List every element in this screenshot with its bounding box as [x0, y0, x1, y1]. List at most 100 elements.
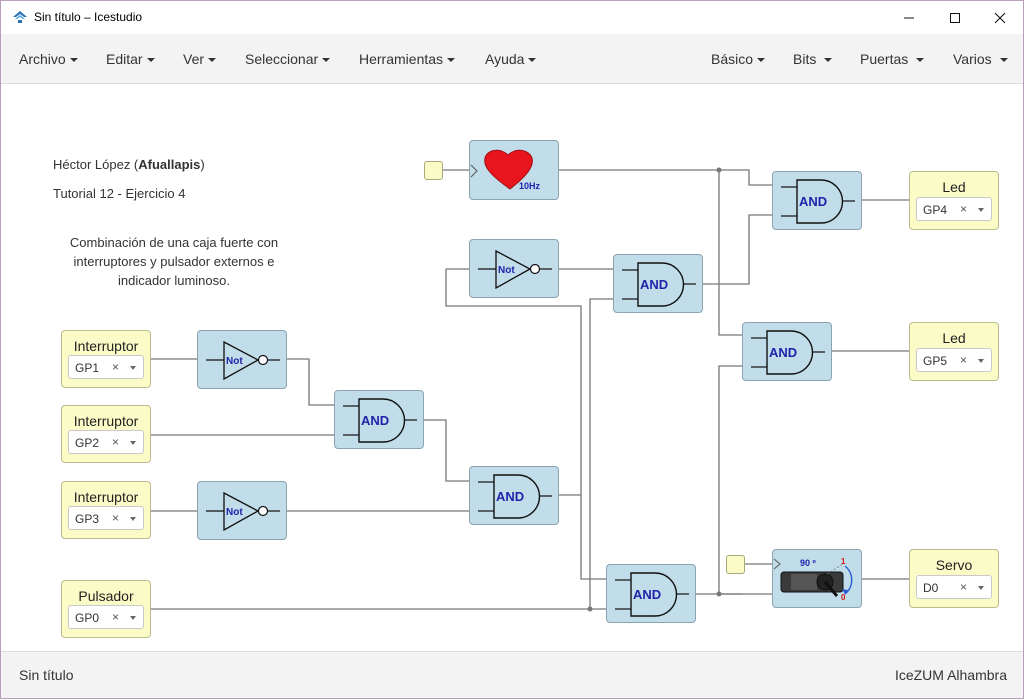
- menu-ayuda[interactable]: Ayuda: [485, 51, 537, 67]
- caret-down-icon: [69, 58, 78, 62]
- tutorial-note: Tutorial 12 - Ejercicio 4: [53, 186, 186, 201]
- clear-icon[interactable]: ×: [959, 353, 967, 367]
- pin-select[interactable]: GP2×: [68, 430, 144, 454]
- block-label: Interruptor: [73, 413, 139, 429]
- menu-ver[interactable]: Ver: [183, 51, 217, 67]
- pin-value: GP4: [923, 203, 948, 217]
- description-line: indicador luminoso.: [117, 273, 230, 288]
- and-gate-1[interactable]: AND: [334, 390, 424, 449]
- menu-seleccionar-label: Seleccionar: [245, 51, 319, 67]
- heart-icon: 10Hz: [470, 149, 541, 191]
- status-bar: Sin título IceZUM Alhambra: [1, 651, 1023, 698]
- and-gate-icon: AND: [615, 572, 689, 617]
- minimize-button[interactable]: [886, 1, 932, 34]
- output-led-gp4[interactable]: Led GP4 ×: [909, 171, 999, 230]
- dropdown-arrow-icon: [978, 208, 984, 212]
- servo-icon: 90 º 1 0: [773, 557, 853, 602]
- description-note: Combinación de una caja fuerte con inter…: [41, 233, 307, 290]
- pin-select[interactable]: GP3 ×: [68, 506, 144, 530]
- description-line: Combinación de una caja fuerte con: [69, 235, 279, 250]
- clear-icon[interactable]: ×: [111, 610, 119, 624]
- menu-ver-label: Ver: [183, 51, 205, 67]
- close-icon: [994, 12, 1006, 23]
- caret-down-icon: [322, 58, 331, 62]
- clear-icon[interactable]: ×: [959, 202, 967, 216]
- and-label: AND: [361, 413, 389, 428]
- dropdown-arrow-icon: [978, 586, 984, 590]
- and-label: AND: [633, 587, 661, 602]
- input-pulsador-gp0[interactable]: Pulsador GP0×: [61, 580, 151, 638]
- servo-one-label: 1: [841, 557, 846, 566]
- and-gate-icon: AND: [622, 262, 696, 307]
- author-note: Héctor López (Afuallapis): [53, 157, 205, 172]
- and-gate-5[interactable]: AND: [742, 322, 832, 381]
- pin-value: GP1: [75, 361, 100, 375]
- clear-icon[interactable]: ×: [111, 511, 119, 525]
- pin-select[interactable]: GP5×: [916, 348, 992, 372]
- author-suffix: ): [200, 157, 205, 172]
- output-led-gp5[interactable]: Led GP5×: [909, 322, 999, 381]
- wire: [423, 419, 469, 482]
- and-gate-6[interactable]: AND: [606, 564, 696, 623]
- not-label: Not: [226, 356, 243, 367]
- dropdown-arrow-icon: [978, 359, 984, 363]
- menu-archivo-label: Archivo: [19, 51, 66, 67]
- close-button[interactable]: [977, 1, 1023, 34]
- constant-input-box[interactable]: [726, 555, 745, 574]
- caret-down-icon: [757, 58, 766, 62]
- output-servo-d0[interactable]: Servo D0×: [909, 549, 999, 608]
- pin-select[interactable]: D0×: [916, 575, 992, 599]
- input-interruptor-gp3[interactable]: Interruptor GP3 ×: [61, 481, 151, 539]
- dropdown-arrow-icon: [130, 517, 136, 521]
- and-label: AND: [799, 194, 827, 209]
- maximize-button[interactable]: [932, 1, 978, 34]
- pin-select[interactable]: GP1 ×: [68, 355, 144, 379]
- caret-down-icon: [146, 58, 155, 62]
- clear-icon[interactable]: ×: [111, 435, 119, 449]
- not-gate-2[interactable]: Not: [197, 481, 287, 540]
- menu-archivo[interactable]: Archivo: [19, 51, 78, 67]
- author-prefix: Héctor López (: [53, 157, 139, 172]
- menu-herramientas-label: Herramientas: [359, 51, 444, 67]
- maximize-icon: [950, 12, 960, 23]
- menu-puertas[interactable]: Puertas: [860, 51, 925, 67]
- caret-down-icon: [447, 58, 456, 62]
- wire: [287, 358, 334, 406]
- constant-input-box[interactable]: [424, 161, 443, 180]
- menu-bits[interactable]: Bits: [793, 51, 833, 67]
- caret-down-icon: [824, 58, 833, 62]
- input-interruptor-gp2[interactable]: Interruptor GP2×: [61, 405, 151, 463]
- menu-puertas-label: Puertas: [860, 51, 909, 67]
- not-gate-1[interactable]: Not: [197, 330, 287, 389]
- wire: [703, 214, 772, 285]
- menu-basico[interactable]: Básico: [711, 51, 766, 67]
- and-gate-3[interactable]: AND: [613, 254, 703, 313]
- menu-seleccionar[interactable]: Seleccionar: [245, 51, 331, 67]
- menu-editar[interactable]: Editar: [106, 51, 155, 67]
- and-gate-4[interactable]: AND: [772, 171, 862, 230]
- design-canvas[interactable]: Héctor López (Afuallapis) Tutorial 12 - …: [1, 85, 1023, 651]
- dropdown-arrow-icon: [130, 616, 136, 620]
- and-label: AND: [640, 277, 668, 292]
- pin-select[interactable]: GP0 ×: [68, 605, 144, 629]
- board-name[interactable]: IceZUM Alhambra: [894, 667, 1007, 683]
- input-interruptor-gp1[interactable]: Interruptor GP1×: [61, 330, 151, 388]
- clear-icon[interactable]: ×: [111, 360, 119, 374]
- servo-zero-label: 0: [841, 593, 846, 602]
- menu-herramientas[interactable]: Herramientas: [359, 51, 456, 67]
- pin-value: GP3: [75, 512, 100, 526]
- clear-icon[interactable]: ×: [959, 580, 967, 594]
- heartbeat-10hz-block[interactable]: 10Hz: [469, 140, 559, 200]
- menu-varios[interactable]: Varios: [953, 51, 1008, 67]
- block-label: Interruptor: [73, 489, 139, 505]
- heart-frequency-label: 10Hz: [519, 181, 541, 191]
- servo-block[interactable]: 90 º 1 0: [772, 549, 862, 608]
- not-gate-3[interactable]: Not: [469, 239, 559, 298]
- pin-select[interactable]: GP4 ×: [916, 197, 992, 221]
- block-label: Led: [942, 179, 966, 195]
- wire: [559, 169, 772, 186]
- menu-varios-label: Varios: [953, 51, 992, 67]
- pin-value: GP0: [75, 611, 100, 625]
- and-gate-2[interactable]: AND: [469, 466, 559, 525]
